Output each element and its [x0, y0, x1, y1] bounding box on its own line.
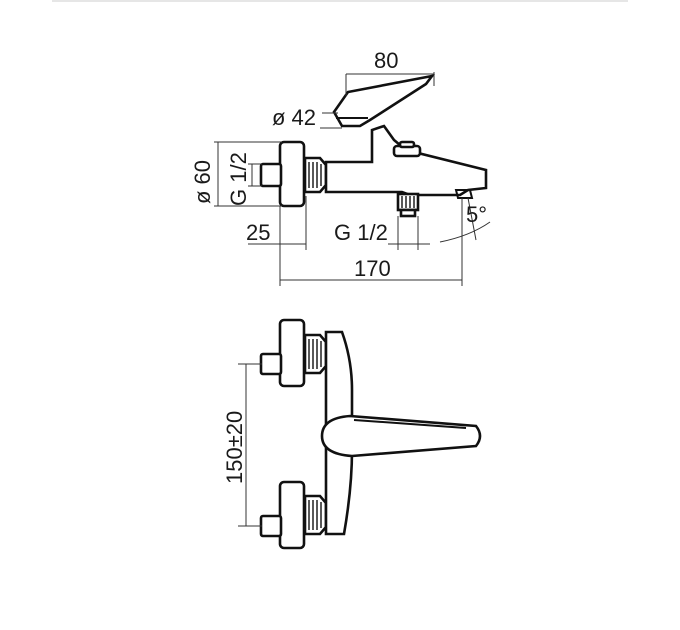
- dim-outlet-thread: G 1/2: [334, 220, 388, 245]
- front-lower-inlet: [259, 514, 283, 538]
- dim-angle-5: 5°: [466, 202, 487, 227]
- front-lower-flange: [278, 480, 306, 550]
- dim-width-80: 80: [374, 48, 398, 73]
- front-view: 150±20: [222, 318, 482, 550]
- side-hex-nut: [303, 156, 328, 194]
- dim-handle-diameter: ø 42: [272, 105, 316, 130]
- dim-offset-25: 25: [246, 220, 270, 245]
- side-body: [324, 124, 488, 197]
- dim-flange-diameter: ø 60: [190, 160, 215, 204]
- front-upper-flange: [278, 318, 306, 388]
- side-inlet: [259, 162, 283, 188]
- dim-inlet-thread: G 1/2: [226, 152, 251, 206]
- front-handle: [320, 414, 482, 458]
- side-outlet: [396, 192, 420, 212]
- top-divider: [52, 0, 628, 2]
- front-upper-inlet: [259, 352, 283, 376]
- side-handle: [332, 74, 436, 128]
- dim-centers: 150±20: [222, 411, 247, 484]
- dim-total-length-170: 170: [354, 256, 391, 281]
- side-flange: [278, 140, 306, 208]
- side-view: 80 ø 42 ø 60 G 1/2 25 G 1/2 5° 170: [190, 48, 491, 286]
